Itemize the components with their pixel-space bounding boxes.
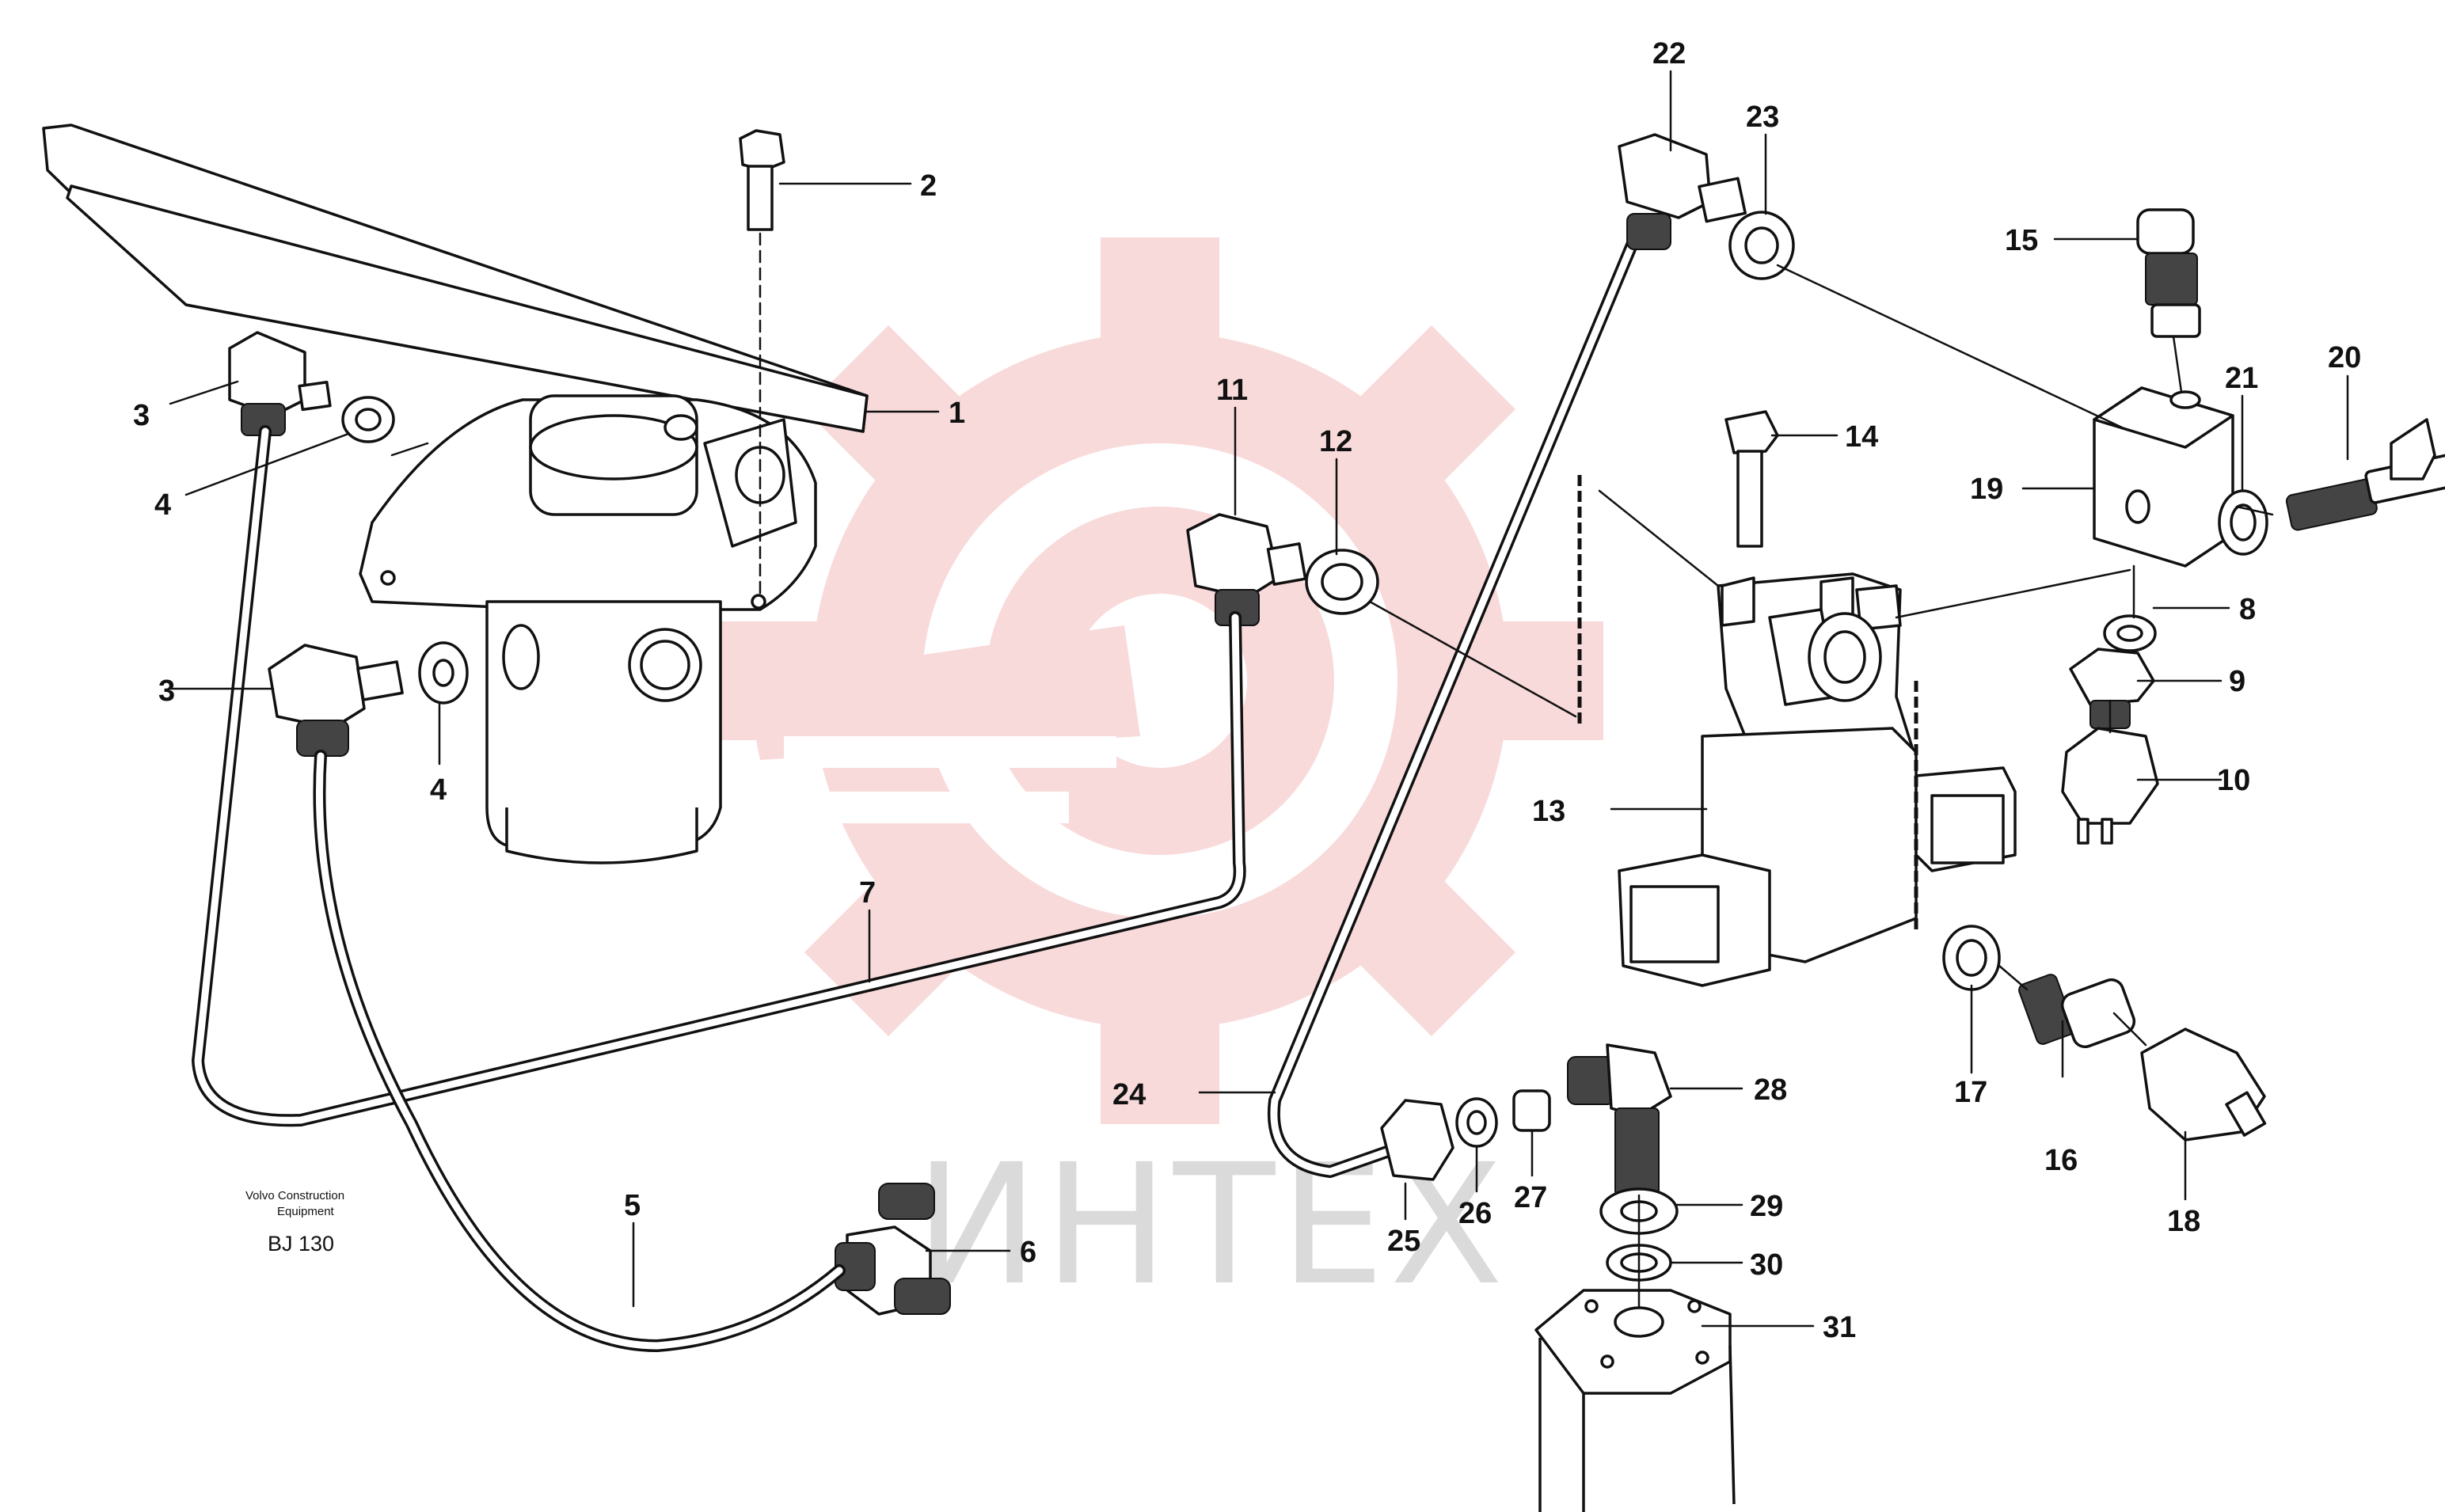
callout-11: 11 [1216, 374, 1248, 407]
callout-26: 26 [1458, 1197, 1492, 1230]
pressure-switch-18 [2140, 1028, 2267, 1142]
callout-20: 20 [2328, 341, 2361, 374]
callout-24: 24 [1112, 1078, 1146, 1111]
banjo-bolt-20 [2285, 418, 2445, 531]
bolt-14-shank [1736, 450, 1763, 548]
callout-14: 14 [1845, 420, 1878, 454]
callout-12: 12 [1319, 425, 1352, 458]
valve-block-assembly [1380, 133, 2445, 1512]
bolt-2-shank [747, 165, 774, 231]
elbow-fitting-22 [1618, 133, 1747, 250]
callout-29: 29 [1750, 1190, 1783, 1223]
callout-30: 30 [1750, 1248, 1783, 1282]
callout-1: 1 [949, 397, 965, 430]
callout-5: 5 [624, 1189, 641, 1222]
callout-6: 6 [1020, 1236, 1036, 1269]
callout-25: 25 [1387, 1225, 1420, 1258]
gear-tooth [1101, 997, 1219, 1124]
tee-fitting-6 [835, 1183, 951, 1316]
callout-8: 8 [2239, 593, 2256, 626]
gear-tooth [1341, 862, 1516, 1037]
callout-21: 21 [2225, 362, 2258, 395]
brake-pipes [192, 231, 1641, 1352]
plug-fitting-15 [2136, 208, 2201, 338]
gear-tooth [1477, 621, 1603, 740]
leader-lines [169, 70, 2349, 1328]
pedal-plate-edge [66, 184, 869, 433]
maker-name-line-1: Volvo Construction [245, 1189, 344, 1202]
callout-4-lower: 4 [430, 773, 447, 807]
callout-23: 23 [1746, 101, 1779, 134]
callout-17: 17 [1954, 1076, 1987, 1109]
gear-tooth [1101, 237, 1219, 364]
callout-3-lower: 3 [158, 674, 175, 708]
pipe5-bore [315, 752, 843, 1350]
elbow-fitting-3-upper [228, 331, 332, 436]
bolt-14-head [1724, 410, 1779, 454]
callout-16: 16 [2044, 1144, 2078, 1177]
drawing-code: BJ 130 [268, 1232, 334, 1256]
callout-4-upper: 4 [154, 488, 171, 522]
callout-13: 13 [1532, 795, 1565, 828]
tee-block-19 [2093, 386, 2234, 568]
maker-name-line-2: Equipment [277, 1205, 335, 1218]
switch-10 [2061, 727, 2159, 845]
sleeve-26 [1455, 1097, 1498, 1148]
elbow-fitting-3-lower [268, 644, 404, 757]
callout-19: 19 [1970, 473, 2003, 506]
callout-7: 7 [859, 876, 876, 910]
callout-28: 28 [1754, 1073, 1787, 1107]
callout-18: 18 [2167, 1205, 2200, 1238]
callout-15: 15 [2005, 224, 2038, 257]
nipple-27 [1512, 1089, 1551, 1132]
nut-25 [1380, 1099, 1454, 1181]
bolt-2-head [739, 129, 785, 172]
elbow-adapter-28 [1567, 1043, 1672, 1196]
switch-9 [2069, 648, 2155, 729]
pipe7-bore [194, 427, 1244, 1124]
elbow-fitting-11 [1186, 513, 1307, 626]
callout-31: 31 [1823, 1311, 1856, 1344]
callout-10: 10 [2217, 764, 2250, 797]
pipe24-bore [1270, 234, 1639, 1176]
gear-tooth [1341, 325, 1516, 500]
pedal-valve-assembly [42, 123, 1379, 1316]
gear-tooth [717, 621, 843, 740]
callout-3-upper: 3 [133, 399, 150, 432]
callout-27: 27 [1514, 1181, 1547, 1214]
callout-22: 22 [1652, 37, 1686, 70]
callout-numbers: 1 2 3 3 4 4 5 6 7 8 9 10 11 12 13 14 15 … [133, 37, 2361, 1344]
callout-9: 9 [2229, 665, 2245, 698]
valve-block-31 [1534, 1289, 1732, 1395]
pressure-switch-16 [2018, 974, 2136, 1049]
callout-2: 2 [920, 169, 937, 203]
